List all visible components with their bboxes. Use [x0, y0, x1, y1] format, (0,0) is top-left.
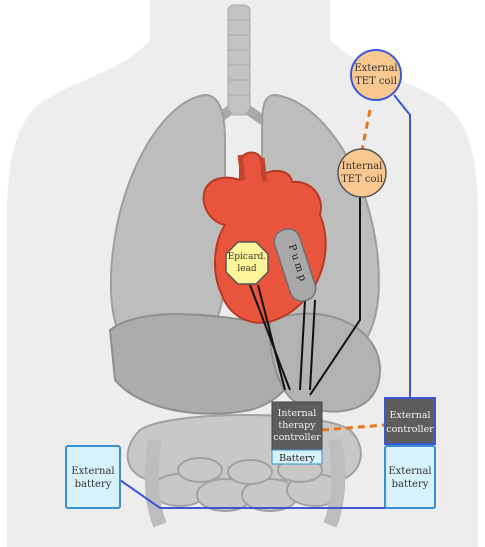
- epicard-lead: Epicard. lead: [226, 242, 268, 284]
- internal-therapy-controller: Internal therapy controller Battery: [272, 402, 322, 464]
- external-controller: External controller: [385, 398, 435, 444]
- internal-tet-coil-label-2: TET coil: [341, 174, 383, 185]
- epicard-lead-label-1: Epicard.: [228, 252, 267, 262]
- internal-controller-label-3: controller: [273, 432, 321, 443]
- external-tet-coil-label-1: External: [354, 63, 397, 74]
- internal-tet-coil-label-1: Internal: [342, 161, 383, 172]
- external-controller-label-2: controller: [386, 424, 434, 435]
- internal-battery-label: Battery: [279, 453, 315, 464]
- internal-controller-label-1: Internal: [278, 408, 317, 419]
- external-battery-right: External battery: [385, 446, 435, 508]
- external-battery-left-label-2: battery: [75, 479, 112, 490]
- external-controller-label-1: External: [389, 410, 430, 421]
- external-battery-right-label-1: External: [388, 466, 431, 477]
- external-tet-coil: External TET coil: [351, 50, 401, 100]
- external-tet-coil-label-2: TET coil: [355, 76, 397, 87]
- internal-tet-coil: Internal TET coil: [338, 149, 386, 197]
- external-battery-left-label-1: External: [71, 466, 114, 477]
- epicard-lead-label-2: lead: [237, 264, 257, 274]
- external-battery-left: External battery: [66, 446, 120, 508]
- external-battery-right-label-2: battery: [392, 479, 429, 490]
- internal-controller-label-2: therapy: [278, 420, 316, 431]
